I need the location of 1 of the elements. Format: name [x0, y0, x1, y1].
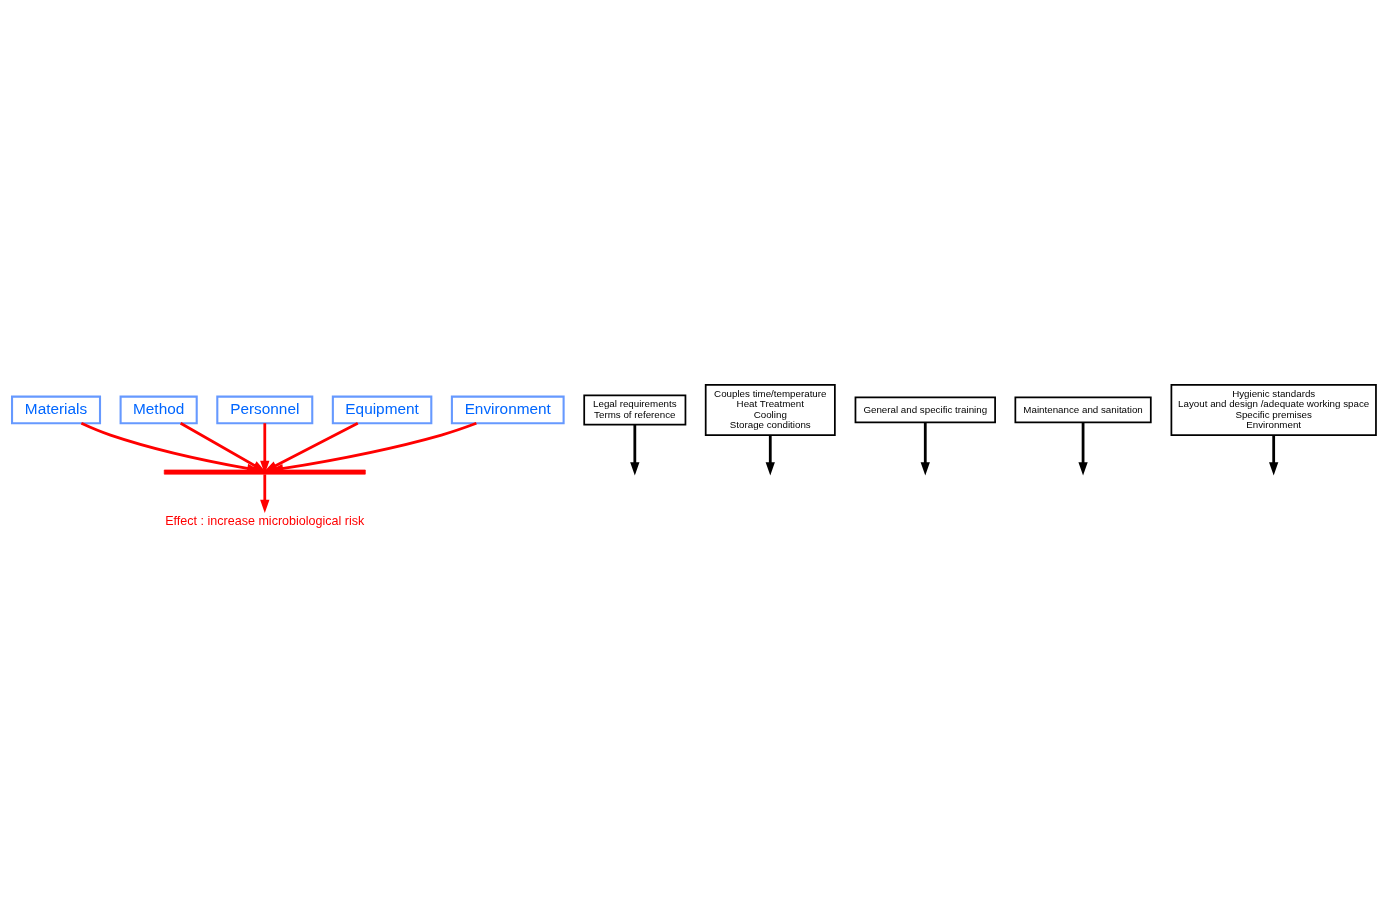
- node-text: Effect : increase microbiological risk: [165, 513, 365, 528]
